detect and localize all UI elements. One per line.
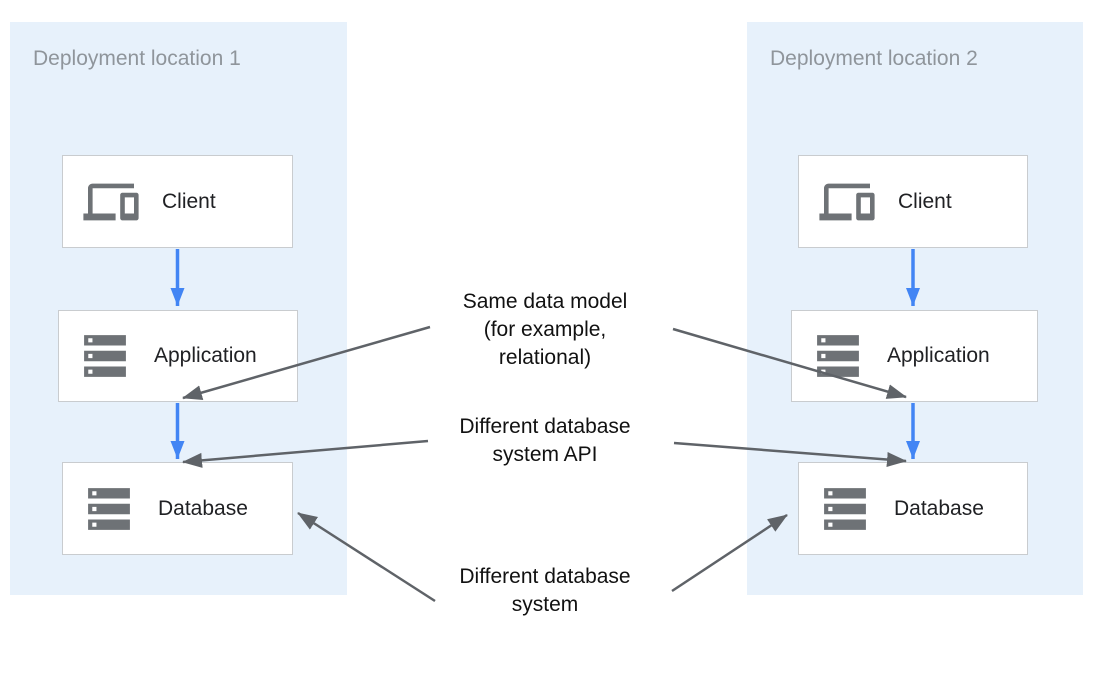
annotation-different-db-system: Different database system <box>415 563 675 619</box>
panel-title: Deployment location 1 <box>33 47 241 70</box>
client-box: Client <box>62 155 293 248</box>
annotation-line: system API <box>492 443 598 466</box>
box-label: Database <box>894 496 984 520</box>
database-box: Database <box>798 462 1028 555</box>
storage-icon <box>79 333 131 379</box>
deployment-panel-2: Deployment location 2 Client Application… <box>747 22 1083 595</box>
deployment-panel-1: Deployment location 1 Client Application… <box>10 22 347 595</box>
panel-title: Deployment location 2 <box>770 47 978 70</box>
application-box: Application <box>58 310 298 402</box>
annotation-line: Different database <box>459 565 631 588</box>
box-label: Client <box>162 189 216 213</box>
box-label: Application <box>887 344 990 367</box>
annotation-line: relational) <box>498 346 592 369</box>
annotation-line: Same data model <box>462 290 628 313</box>
devices-icon <box>819 179 875 225</box>
devices-icon <box>83 179 139 225</box>
storage-icon <box>819 486 871 532</box>
client-box: Client <box>798 155 1028 248</box>
storage-icon <box>83 486 135 532</box>
annotation-different-db-api: Different database system API <box>415 413 675 469</box>
application-box: Application <box>791 310 1038 402</box>
database-box: Database <box>62 462 293 555</box>
annotation-line: system <box>511 593 579 616</box>
annotation-same-data-model: Same data model (for example, relational… <box>415 288 675 372</box>
box-label: Application <box>154 344 257 367</box>
box-label: Client <box>898 189 952 213</box>
storage-icon <box>812 333 864 379</box>
box-label: Database <box>158 496 248 520</box>
annotation-line: (for example, <box>483 318 607 341</box>
annotation-line: Different database <box>459 415 631 438</box>
